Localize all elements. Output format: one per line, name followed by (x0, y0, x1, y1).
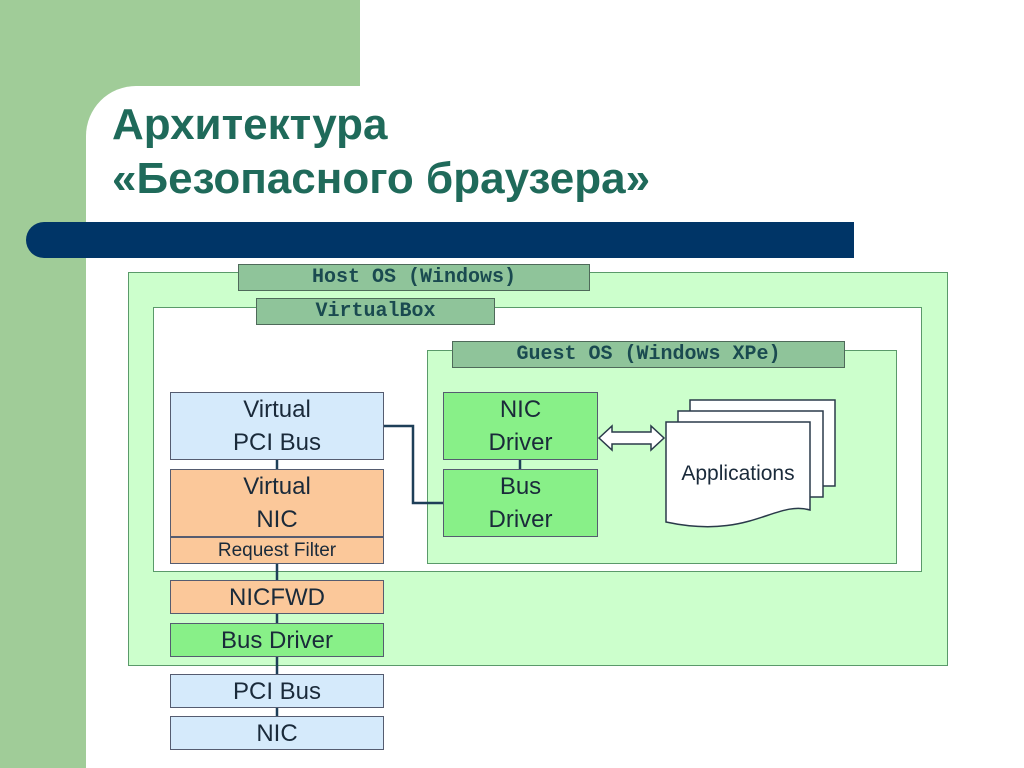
virtual-nic-line2: NIC (256, 506, 298, 533)
nicfwd-label: NICFWD (229, 583, 325, 611)
nicfwd-box: NICFWD (170, 580, 384, 614)
request-filter-box: Request Filter (170, 537, 384, 564)
pci-bus-label: PCI Bus (232, 677, 322, 705)
virtual-pci-bus-line2: PCI Bus (232, 429, 322, 456)
applications-label: Applications (681, 462, 795, 485)
guest-os-label: Guest OS (Windows XPe) (452, 341, 845, 368)
slide-title: Архитектура «Безопасного браузера» (112, 98, 812, 206)
nic-driver-line1: NIC (499, 396, 542, 423)
guest-bus-driver-box: Bus Driver (443, 469, 598, 537)
host-bus-driver-label: Bus Driver (220, 626, 334, 654)
virtual-pci-bus-box: Virtual PCI Bus (170, 392, 384, 460)
title-underline-bar (26, 222, 854, 258)
virtual-nic-box: Virtual NIC (170, 469, 384, 537)
nic-driver-box: NIC Driver (443, 392, 598, 460)
nic-label: NIC (256, 719, 298, 747)
pci-bus-box: PCI Bus (170, 674, 384, 708)
slide-title-line2: «Безопасного браузера» (112, 154, 651, 203)
guest-bus-driver-line1: Bus (499, 473, 542, 500)
host-os-label: Host OS (Windows) (238, 264, 590, 291)
host-bus-driver-box: Bus Driver (170, 623, 384, 657)
virtual-nic-line1: Virtual (243, 473, 311, 500)
background-band-top (0, 0, 360, 86)
slide-title-line1: Архитектура (112, 100, 388, 149)
virtual-pci-bus-line1: Virtual (243, 396, 311, 423)
documents-stack-icon (665, 399, 836, 528)
guest-bus-driver-line2: Driver (488, 506, 553, 533)
content-area-corner (86, 86, 186, 186)
nic-driver-line2: Driver (488, 429, 553, 456)
virtualbox-label: VirtualBox (256, 298, 495, 325)
nic-box: NIC (170, 716, 384, 750)
request-filter-label: Request Filter (217, 539, 337, 561)
background-band-left (0, 0, 86, 768)
connector-vpci-guest-bus (384, 424, 443, 505)
double-arrow-icon (597, 424, 666, 452)
